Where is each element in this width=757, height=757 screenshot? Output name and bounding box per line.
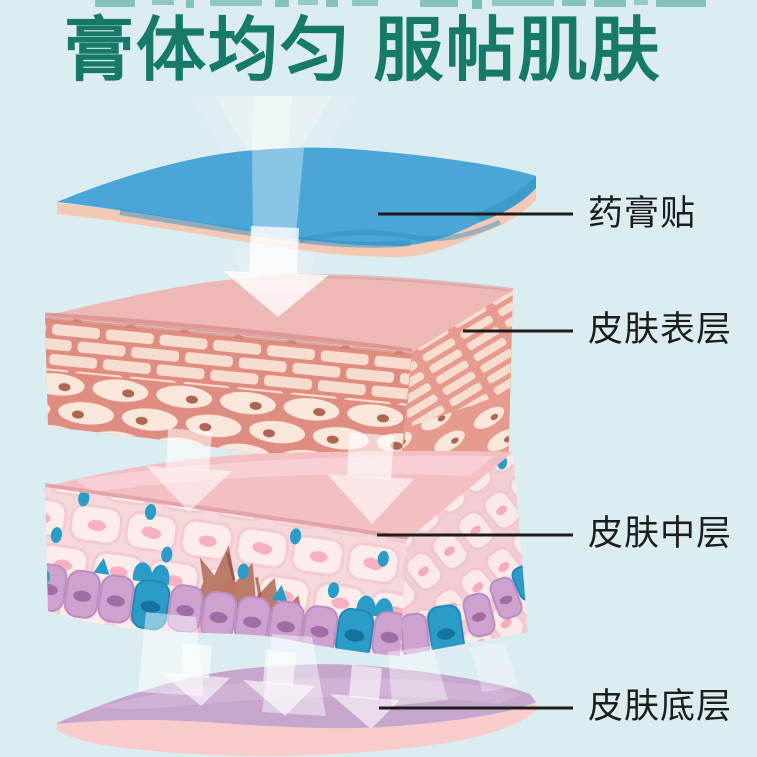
cropped-text-fragment (326, 0, 338, 7)
cropped-text-fragment (634, 0, 648, 5)
epidermis-layer (44, 273, 514, 478)
callout-lines (377, 212, 573, 710)
layer-label-base: 皮肤底层 (588, 687, 733, 726)
basal-cell-row (45, 563, 407, 656)
layer-label-dermis: 皮肤中层 (588, 514, 733, 553)
cropped-text-fragment (562, 0, 586, 6)
down-arrow-icon (160, 643, 230, 706)
cropped-text-fragment (275, 0, 289, 7)
page-title: 膏体均匀 服帖肌肤 (64, 11, 662, 89)
patch-top-surface (57, 147, 536, 246)
basal-cells-right-face (400, 564, 528, 656)
down-arrow-icon (327, 432, 414, 524)
cropped-text-fragment (186, 0, 194, 8)
cropped-text-fragment (95, 0, 135, 7)
cropped-text-fragment (420, 0, 458, 7)
cropped-text-fragment (656, 0, 706, 7)
down-arrow-icon (330, 665, 400, 729)
layer-label-patch: 药膏贴 (588, 194, 697, 233)
down-arrow-icon (146, 428, 232, 512)
cropped-text-fragment (152, 0, 174, 5)
cropped-text-fragment (298, 0, 318, 5)
dermis-layer (44, 450, 528, 656)
down-arrow-icon (243, 650, 315, 716)
cropped-text-fragment (352, 0, 378, 6)
down-arrow-icon (223, 226, 329, 317)
base-underside (57, 702, 537, 757)
light-beam-icon (190, 96, 356, 162)
cropped-text-fragment (210, 0, 262, 6)
cropped-text-fragment (472, 0, 482, 9)
cropped-text-fragment (492, 0, 554, 6)
layer-label-epidermis: 皮肤表层 (588, 310, 733, 349)
cropped-text-fragment (594, 0, 626, 7)
blue-droplets (45, 490, 389, 599)
